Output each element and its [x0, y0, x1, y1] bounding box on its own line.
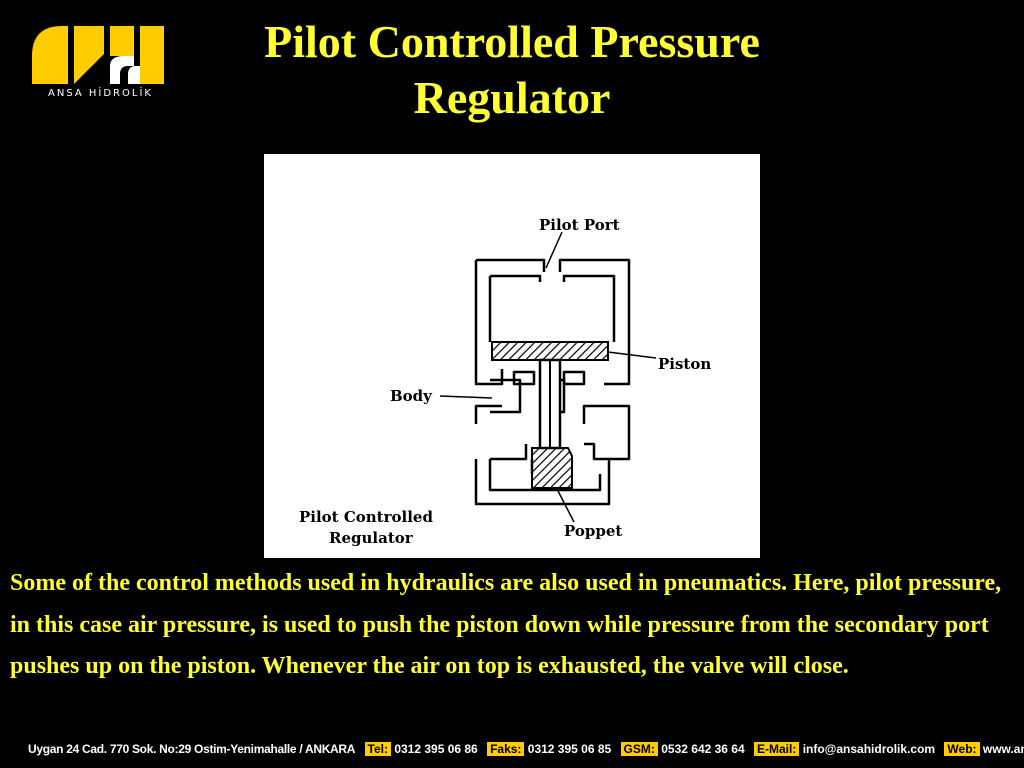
logo-company-name: ANSA HİDROLİK: [48, 88, 153, 99]
pilot-port-label: Pilot Port: [539, 216, 620, 234]
footer-web-label: Web:: [944, 742, 980, 756]
footer-email-label: E-Mail:: [754, 742, 800, 756]
caption-line-1: Pilot Controlled: [299, 508, 433, 526]
company-logo: ANSA HİDROLİK: [28, 22, 173, 102]
footer-tel: 0312 395 06 86: [394, 742, 478, 756]
footer-fax-label: Faks:: [487, 742, 525, 756]
footer-address: Uygan 24 Cad. 770 Sok. No:29 Ostim-Yenim…: [28, 742, 356, 756]
caption-line-2: Regulator: [329, 529, 414, 547]
contact-footer: Uygan 24 Cad. 770 Sok. No:29 Ostim-Yenim…: [0, 736, 1024, 762]
footer-web[interactable]: www.ansahidrolik.com: [982, 742, 1024, 756]
ansa-logo-icon: [32, 26, 164, 84]
poppet-label: Poppet: [564, 522, 622, 540]
footer-gsm-label: GSM:: [620, 742, 658, 756]
footer-email[interactable]: info@ansahidrolik.com: [802, 742, 936, 756]
regulator-diagram-drawing: Pilot Port Piston Body Poppet Pilot Cont…: [299, 216, 711, 547]
slide-title: Pilot Controlled Pressure Regulator: [264, 16, 760, 123]
piston-label: Piston: [658, 355, 711, 373]
slide-body-text: Some of the control methods used in hydr…: [10, 570, 1002, 679]
footer-fax: 0312 395 06 85: [527, 742, 612, 756]
body-label: Body: [390, 387, 433, 405]
regulator-diagram: Pilot Port Piston Body Poppet Pilot Cont…: [264, 154, 760, 558]
footer-tel-label: Tel:: [364, 742, 391, 756]
footer-gsm: 0532 642 36 64: [661, 742, 745, 756]
